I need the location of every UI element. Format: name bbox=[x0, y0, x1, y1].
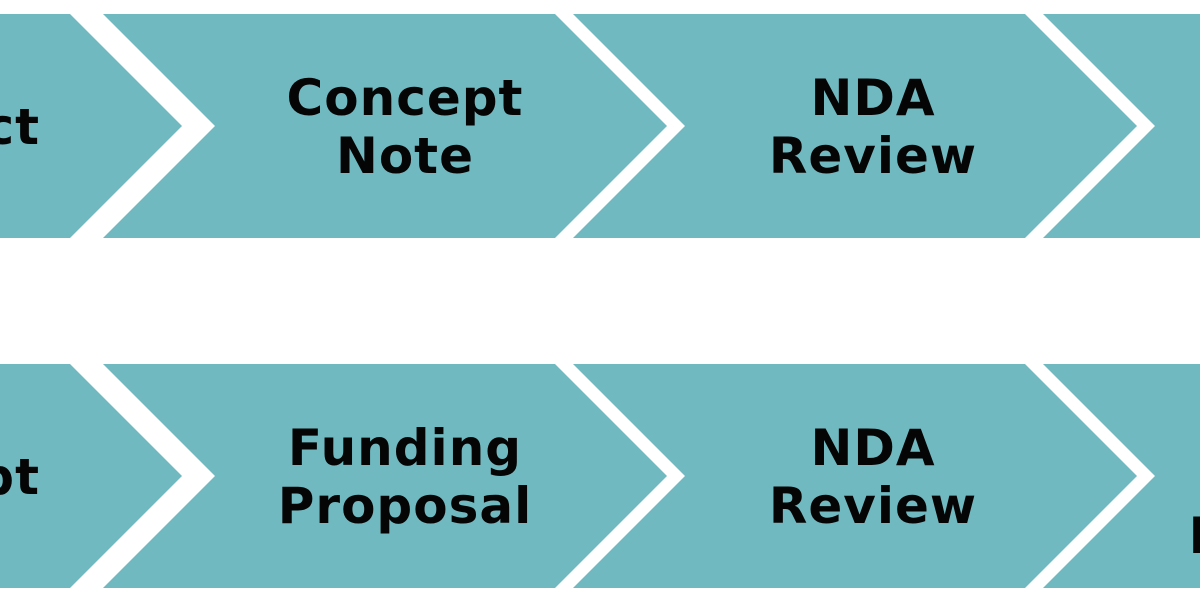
step-label-line: Funding bbox=[288, 419, 522, 477]
process-row-2: ptFundingProposalNDAReviewL bbox=[0, 364, 1200, 588]
step-label-line: NDA bbox=[810, 419, 935, 477]
chevron-shape bbox=[103, 364, 667, 588]
step-label-line: Note bbox=[336, 127, 474, 185]
step-label-line: NDA bbox=[810, 69, 935, 127]
process-step-1-4 bbox=[1043, 14, 1200, 238]
process-step-1-1: ct bbox=[0, 14, 182, 238]
process-row-1: ctConceptNoteNDAReview bbox=[0, 14, 1200, 238]
chevron-shape bbox=[573, 364, 1137, 588]
chevron-shape bbox=[1043, 14, 1200, 238]
step-label-line: pt bbox=[0, 448, 40, 506]
step-label-line: Review bbox=[769, 127, 977, 185]
chevron-shape bbox=[1043, 364, 1200, 588]
process-step-2-1: pt bbox=[0, 364, 182, 588]
chevron-shape bbox=[0, 364, 182, 588]
process-step-2-4: L bbox=[1043, 364, 1200, 588]
step-label-line: Review bbox=[769, 477, 977, 535]
chevron-shape bbox=[103, 14, 667, 238]
step-label-line: ct bbox=[0, 98, 40, 156]
step-label-line: L bbox=[1189, 507, 1200, 565]
step-label-line: Concept bbox=[287, 69, 524, 127]
chevron-shape bbox=[0, 14, 182, 238]
step-label-line: Proposal bbox=[278, 477, 532, 535]
chevron-shape bbox=[573, 14, 1137, 238]
